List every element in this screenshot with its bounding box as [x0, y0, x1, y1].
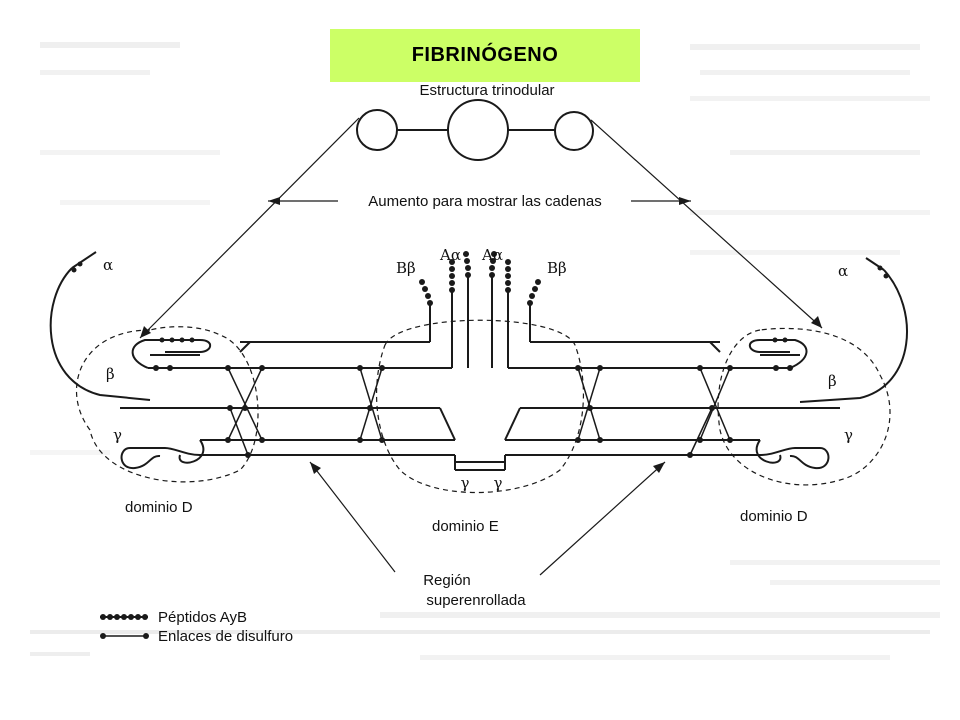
domain-d-loop-dots	[159, 337, 788, 343]
chain-labels: α α β β γ γ γ γ Bβ Aα Aα Bβ	[103, 246, 853, 492]
region-label-line1: Región	[423, 572, 471, 589]
beta-right-label: β	[828, 372, 837, 390]
domain-e-label: dominio E	[432, 518, 499, 535]
domain-d-right-label: dominio D	[740, 508, 808, 525]
trinodular-structure: Estructura trinodular	[356, 82, 594, 161]
legend-disulfide-label: Enlaces de disulfuro	[158, 628, 293, 645]
domain-labels: dominio D dominio E dominio D Región sup…	[125, 499, 808, 609]
left-node	[356, 109, 398, 151]
background-bleed-through	[30, 42, 940, 660]
page-title: FIBRINÓGENO	[411, 44, 559, 66]
fibrinopeptides	[419, 251, 541, 306]
disulfide-crosslinks	[227, 367, 731, 456]
gamma-center-label-2: γ	[494, 474, 503, 492]
gamma-right-label: γ	[844, 426, 853, 444]
domain-d-left-outline	[75, 326, 259, 483]
legend-peptides-label: Péptidos AyB	[158, 609, 247, 626]
central-chains	[420, 275, 540, 471]
magnify-bracket: Aumento para mostrar las cadenas	[268, 193, 691, 210]
gamma-left-label: γ	[113, 426, 122, 444]
b-beta-left-label: Bβ	[396, 259, 416, 277]
magnification-lines	[139, 117, 823, 339]
legend: Péptidos AyB Enlaces de disulfuro	[100, 609, 293, 645]
domain-e-outline	[376, 319, 584, 494]
alpha-left-label: α	[103, 256, 113, 274]
beta-left-label: β	[106, 365, 115, 383]
b-beta-right-label: Bβ	[547, 259, 567, 277]
domain-outlines	[75, 319, 891, 494]
center-node	[447, 99, 509, 161]
domain-d-right-outline	[717, 327, 891, 486]
a-alpha-right-label: Aα	[481, 246, 503, 264]
region-label-line2: superenrollada	[426, 592, 526, 609]
domain-d-loops	[120, 339, 830, 470]
alpha-chains	[49, 251, 908, 403]
gamma-center-label-1: γ	[461, 474, 470, 492]
title-banner: FIBRINÓGENO	[330, 29, 640, 82]
magnify-label: Aumento para mostrar las cadenas	[368, 193, 601, 210]
a-alpha-left-label: Aα	[439, 246, 461, 264]
domain-d-left-label: dominio D	[125, 499, 193, 516]
disulfide-dots	[153, 365, 793, 458]
horizontal-chains	[120, 341, 840, 456]
region-arrows	[309, 461, 666, 576]
right-node	[554, 111, 594, 151]
structure-label: Estructura trinodular	[419, 82, 554, 99]
alpha-right-label: α	[838, 262, 848, 280]
